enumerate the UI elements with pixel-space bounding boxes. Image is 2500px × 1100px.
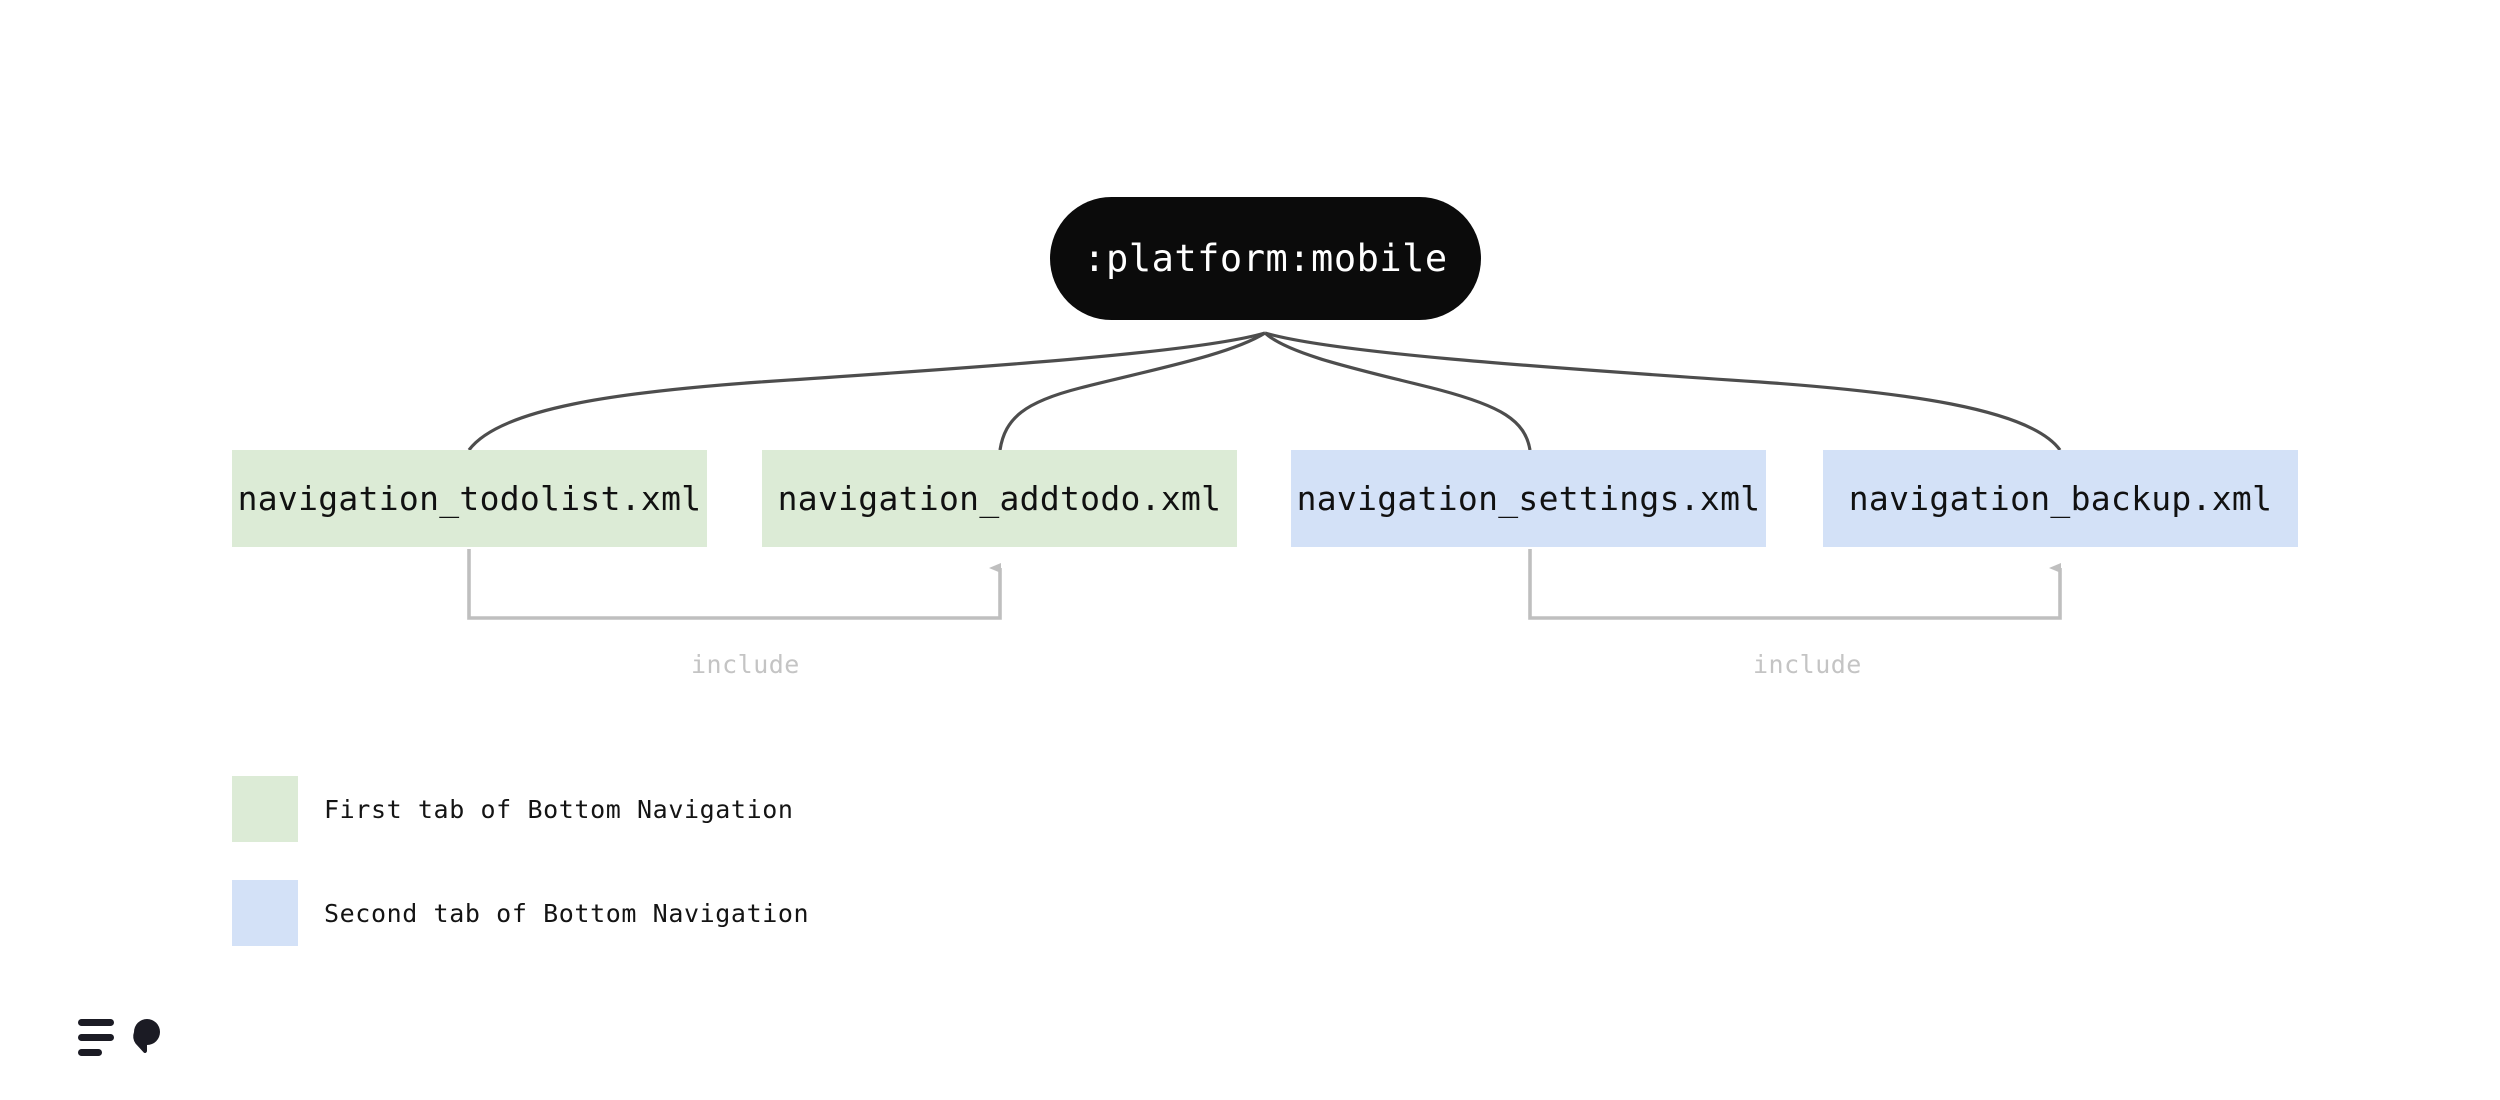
- edge-root-addtodo: [998, 331, 1266, 451]
- mermaid-logo: [78, 1018, 166, 1056]
- node-navigation-settings[interactable]: navigation_settings.xml: [1291, 450, 1766, 547]
- node-navigation-todolist[interactable]: navigation_todolist.xml: [232, 450, 707, 547]
- tree-edges: [467, 331, 2062, 451]
- logo-bars-icon: [78, 1018, 114, 1056]
- edge-root-todolist: [467, 331, 1266, 451]
- node-navigation-backup-label: navigation_backup.xml: [1848, 479, 2273, 518]
- legend-label-second-tab: Second tab of Bottom Navigation: [324, 898, 810, 928]
- legend-label-first-tab: First tab of Bottom Navigation: [324, 794, 794, 824]
- node-navigation-addtodo[interactable]: navigation_addtodo.xml: [762, 450, 1237, 547]
- legend-item-first-tab: First tab of Bottom Navigation: [232, 776, 809, 842]
- include-edges: [467, 549, 2062, 620]
- node-platform-mobile-label: :platform:mobile: [1083, 237, 1448, 280]
- edge-root-settings: [1263, 331, 1532, 451]
- legend-swatch-first-tab: [232, 776, 298, 842]
- node-navigation-backup[interactable]: navigation_backup.xml: [1823, 450, 2298, 547]
- node-platform-mobile[interactable]: :platform:mobile: [1050, 197, 1481, 320]
- legend: First tab of Bottom Navigation Second ta…: [232, 776, 809, 984]
- edge-root-backup: [1264, 331, 2062, 451]
- logo-mark-icon: [133, 1019, 160, 1053]
- node-navigation-addtodo-label: navigation_addtodo.xml: [777, 479, 1222, 518]
- legend-item-second-tab: Second tab of Bottom Navigation: [232, 880, 809, 946]
- edge-label-include-1: include: [683, 648, 808, 681]
- edge-todolist-addtodo: [467, 549, 1002, 620]
- node-navigation-settings-label: navigation_settings.xml: [1296, 479, 1761, 518]
- node-navigation-todolist-label: navigation_todolist.xml: [237, 479, 702, 518]
- edge-settings-backup: [1528, 549, 2062, 620]
- edge-label-include-2: include: [1745, 648, 1870, 681]
- legend-swatch-second-tab: [232, 880, 298, 946]
